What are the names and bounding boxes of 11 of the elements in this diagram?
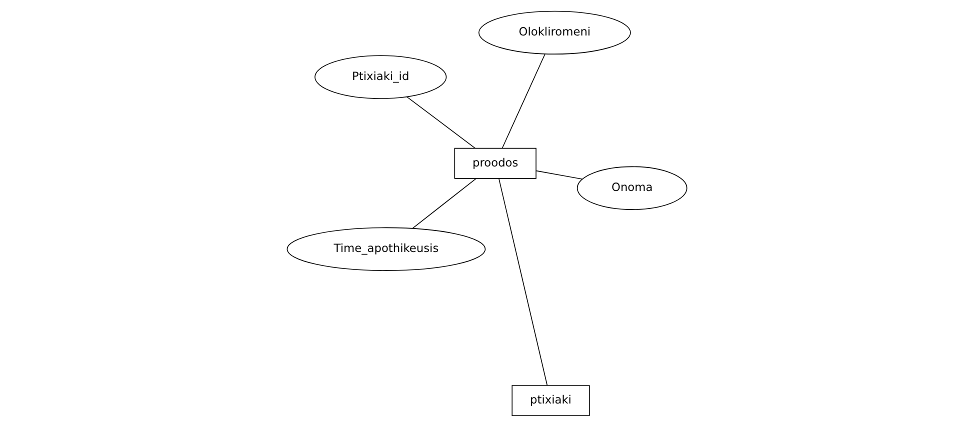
node-ellipse: Onoma bbox=[576, 166, 688, 210]
node-ellipse: Olokliromeni bbox=[478, 10, 631, 54]
connector bbox=[406, 96, 476, 149]
node-box: proodos bbox=[454, 148, 536, 179]
node-ellipse: Ptixiaki_id bbox=[314, 55, 447, 99]
connector bbox=[498, 178, 548, 386]
connector bbox=[412, 178, 476, 229]
connector bbox=[502, 53, 546, 149]
connector bbox=[536, 170, 583, 180]
node-ellipse: Time_apothikeusis bbox=[286, 227, 486, 271]
node-box: ptixiaki bbox=[512, 385, 590, 416]
